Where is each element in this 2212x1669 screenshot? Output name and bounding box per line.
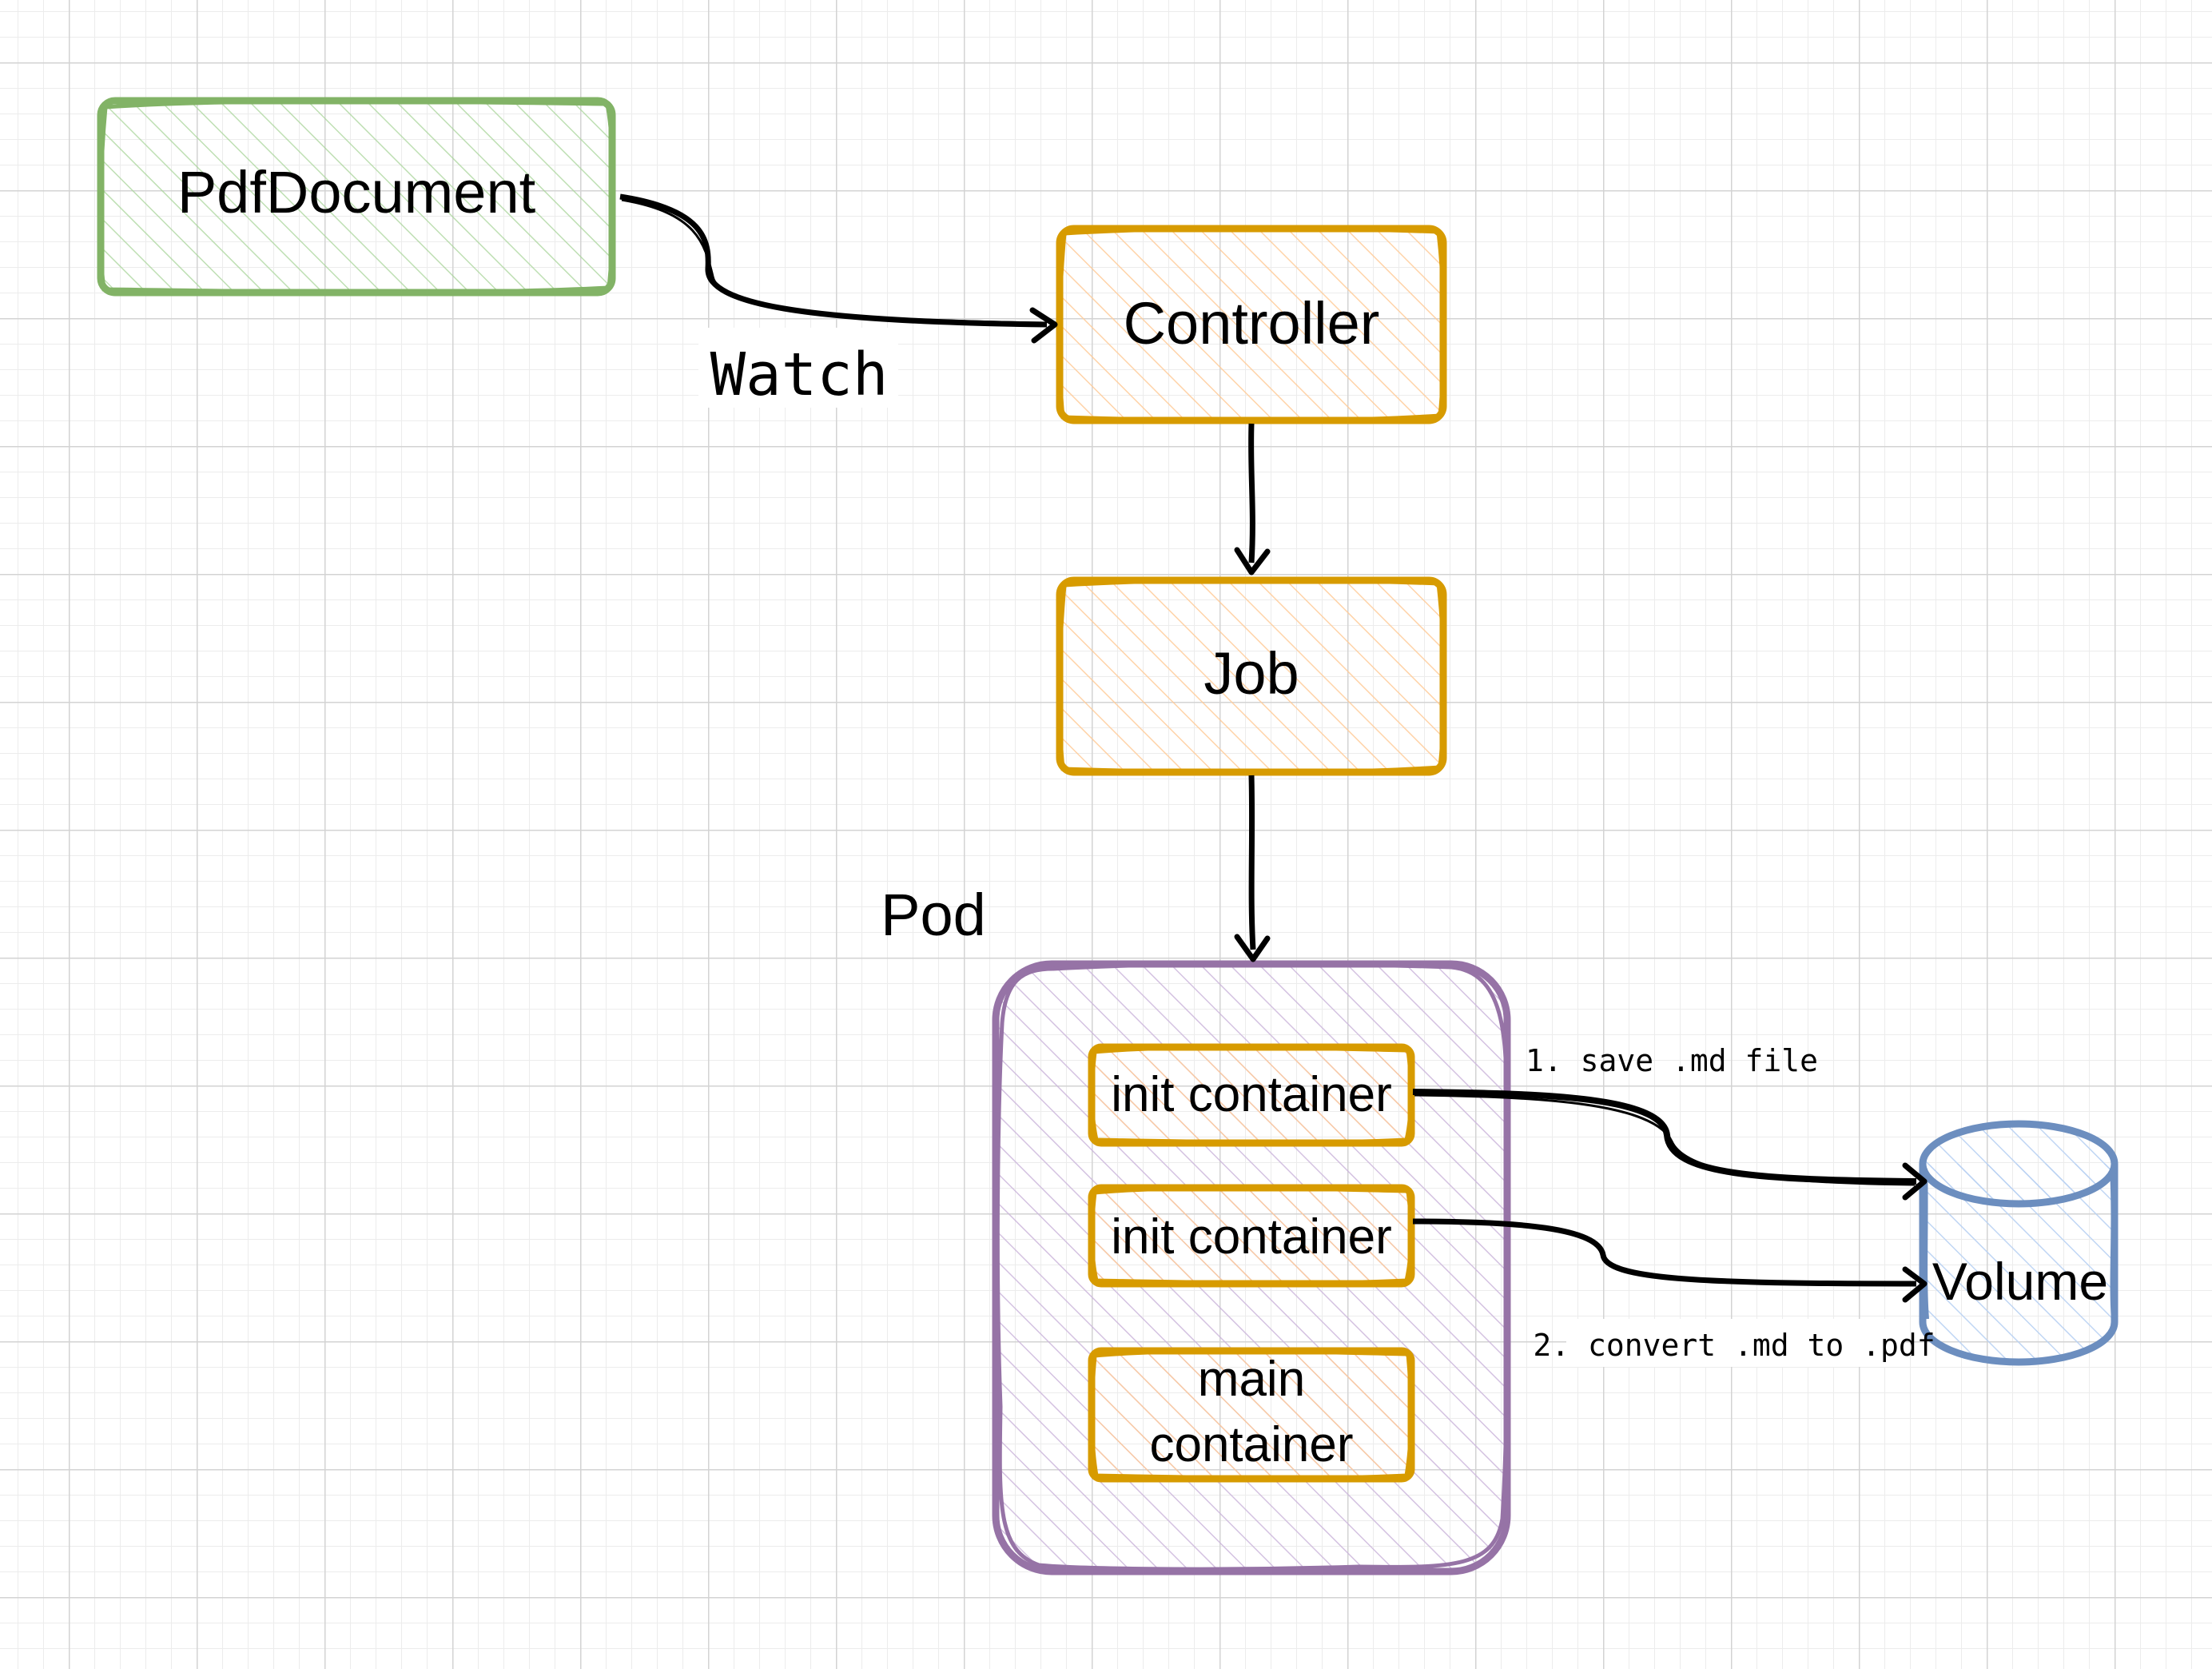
- pod-label: Pod: [881, 882, 986, 948]
- volume-node[interactable]: Volume: [1919, 1120, 2119, 1366]
- watch-label: Watch: [710, 341, 889, 409]
- main-container-node[interactable]: main container: [1088, 1347, 1415, 1483]
- volume-label: Volume: [1932, 1252, 2108, 1311]
- pdfdocument-node[interactable]: PdfDocument: [97, 97, 616, 297]
- init-container-2-label: init container: [1111, 1209, 1392, 1265]
- edge-controller-job: [1234, 423, 1271, 576]
- main-container-label-line1: main: [1198, 1352, 1305, 1407]
- save-md-label: 1. save .md file: [1526, 1043, 1818, 1078]
- edge-save-md: [1412, 1089, 1928, 1201]
- init-container-1-label: init container: [1111, 1067, 1392, 1122]
- init-container-1-node[interactable]: init container: [1088, 1043, 1415, 1147]
- job-label: Job: [1203, 640, 1299, 707]
- init-container-2-node[interactable]: init container: [1088, 1184, 1415, 1288]
- controller-label: Controller: [1124, 290, 1380, 357]
- controller-node[interactable]: Controller: [1056, 225, 1447, 424]
- main-container-label-line2: container: [1149, 1417, 1353, 1472]
- edge-convert-md: [1412, 1218, 1928, 1303]
- edge-watch: [619, 193, 1058, 344]
- convert-md-label-group: 2. convert .md to .pdf: [1533, 1319, 1936, 1367]
- edge-job-pod: [1234, 775, 1271, 962]
- watch-label-group: Watch: [698, 328, 898, 409]
- job-node[interactable]: Job: [1056, 576, 1447, 776]
- pdfdocument-label: PdfDocument: [177, 159, 536, 225]
- convert-md-label: 2. convert .md to .pdf: [1533, 1328, 1935, 1363]
